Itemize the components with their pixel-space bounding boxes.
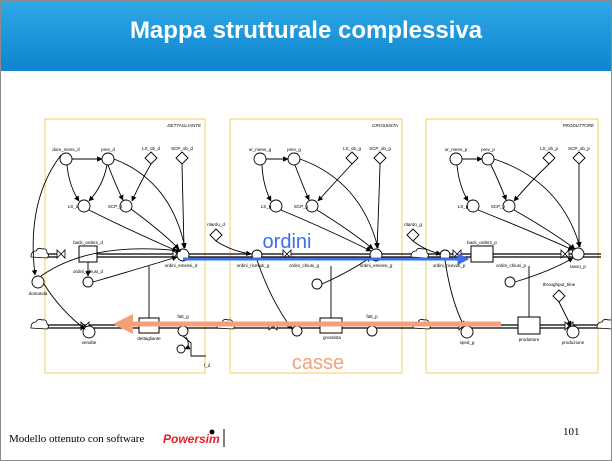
sector-label-producer: PRODUTTORE xyxy=(563,123,595,128)
node-label: throughput_time xyxy=(543,282,576,287)
node-label: or_mens_g xyxy=(249,147,272,152)
cash-overlay-label: casse xyxy=(292,352,344,374)
node-label: ordini_chiusi_g xyxy=(289,263,320,268)
node-label: ordini_ricevuti_p xyxy=(433,263,466,268)
sector-frame-producer xyxy=(425,118,599,374)
node-label: prev_g xyxy=(287,147,301,152)
node-label: fatt_p xyxy=(366,314,378,319)
footer-text: Modello ottenuto con software xyxy=(9,433,145,445)
node-label: vendite xyxy=(82,340,97,345)
sector-frame-wholesaler xyxy=(229,118,403,374)
node-label: LS_ob_p xyxy=(540,146,559,151)
node-label: prev_d xyxy=(101,147,115,152)
node-label: f_d xyxy=(204,363,211,368)
node-label: LS_ob_g xyxy=(343,146,362,151)
node-label: SCP_p xyxy=(491,204,506,209)
node-label: back_orders_p xyxy=(467,240,497,245)
node-label: produttore xyxy=(519,337,540,342)
node-label: ritardo_g xyxy=(404,222,422,227)
node-label: ordini_emessi_g xyxy=(360,263,393,268)
title-bar: Mappa strutturale complessiva xyxy=(1,1,611,71)
stock-flow-diagram: DETTAGLIANTE GROSSISTA PRODUTTORE xyxy=(29,118,611,374)
node-label: SCP_ob_p xyxy=(568,146,590,151)
node-label: ordini_chiusi_p xyxy=(496,263,527,268)
constant-diamonds xyxy=(144,151,586,303)
orders-overlay-label: ordini xyxy=(263,231,312,253)
node-label: ordini_chiusi_d xyxy=(73,269,104,274)
material-connectors xyxy=(148,266,530,357)
node-label: grossista xyxy=(323,335,342,340)
node-label: ordini_emessi_d xyxy=(165,263,198,268)
node-label: sped_g xyxy=(460,340,475,345)
node-label: SCP_g xyxy=(294,204,309,209)
node-label: or_mens_p xyxy=(445,147,468,152)
slide-title: Mappa strutturale complessiva xyxy=(129,17,483,44)
node-label: SCP_d xyxy=(108,204,123,209)
node-label: prev_p xyxy=(481,147,495,152)
node-label: SCP_ob_d xyxy=(171,146,193,151)
node-label: fatt_g xyxy=(177,314,189,319)
sector-label-retailer: DETTAGLIANTE xyxy=(167,123,202,128)
powersim-logo: Powersim xyxy=(163,429,225,447)
node-label: dom_mens_d xyxy=(52,147,80,152)
node-label: tasso_p xyxy=(570,264,586,269)
node-label: back_orders_d xyxy=(73,240,103,245)
node-label: LS_p xyxy=(458,204,469,209)
node-label: ritardo_d xyxy=(207,222,225,227)
auxiliary-nodes xyxy=(31,152,585,354)
orders-flow-line xyxy=(41,253,601,258)
node-label: ordini_ricevuti_g xyxy=(237,263,270,268)
sector-label-wholesaler: GROSSISTA xyxy=(372,123,398,128)
sector-frame-retailer xyxy=(44,118,206,374)
svg-text:Powersim: Powersim xyxy=(163,432,220,446)
node-label: SCP_ob_g xyxy=(369,146,391,151)
node-label: produzione xyxy=(562,340,585,345)
page-number: 101 xyxy=(563,426,580,438)
node-label: LS_ob_d xyxy=(142,146,161,151)
node-label: domanda xyxy=(29,291,48,296)
valve-icons xyxy=(56,249,574,331)
influence-arrows xyxy=(31,154,582,350)
node-label: LS_g xyxy=(261,204,272,209)
node-label: dettagliante xyxy=(137,336,161,341)
node-label: LS_d xyxy=(68,204,79,209)
